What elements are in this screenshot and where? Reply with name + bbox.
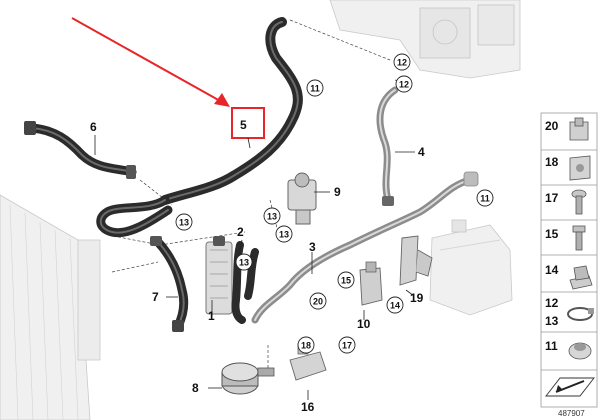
highlight-box	[231, 107, 265, 139]
leader-lines	[94, 135, 415, 400]
ref-circle-12-a: 12	[393, 53, 411, 71]
parts-legend: 20 18 17 15 14 12 13 11	[540, 112, 598, 408]
ref-circle-15: 15	[337, 271, 355, 289]
hose-7-bottom-fitting	[172, 320, 184, 332]
label-19: 19	[410, 291, 424, 305]
svg-text:12: 12	[397, 58, 407, 68]
bracket-19[interactable]	[399, 235, 433, 286]
legend-item-12: 12	[545, 296, 559, 310]
svg-text:15: 15	[341, 276, 351, 286]
ref-circle-13-b: 13	[263, 207, 281, 225]
svg-text:12: 12	[399, 80, 409, 90]
svg-text:13: 13	[239, 258, 249, 268]
reference-number: 487907	[558, 409, 585, 418]
svg-text:13: 13	[179, 218, 189, 228]
bracket-10[interactable]	[359, 261, 383, 306]
svg-text:18: 18	[301, 341, 311, 351]
label-16: 16	[301, 400, 315, 414]
svg-text:13: 13	[279, 230, 289, 240]
label-6: 6	[90, 120, 97, 134]
arrow-plate-icon	[545, 377, 595, 397]
ref-circle-12-b: 12	[395, 75, 413, 93]
valve-9[interactable]	[287, 172, 317, 225]
hose-lower-loop[interactable]	[96, 195, 173, 238]
legend-item-20: 20	[545, 119, 559, 133]
pipe-3-end	[463, 171, 479, 187]
circled-refs: 11 12 12 13 13 13 13 11 15 14 20 18 17	[175, 53, 494, 354]
label-5: 5	[240, 118, 247, 132]
hose-4[interactable]	[376, 86, 399, 206]
legend-item-11: 11	[545, 339, 558, 353]
legend-item-14: 14	[545, 263, 559, 277]
svg-text:13: 13	[267, 212, 277, 222]
hose-4-clamp	[382, 196, 394, 206]
label-2: 2	[237, 225, 244, 239]
hose-5[interactable]	[160, 17, 303, 205]
bolt-icon	[572, 225, 586, 251]
svg-text:11: 11	[480, 194, 490, 204]
label-4: 4	[418, 145, 425, 159]
legend-item-13: 13	[545, 314, 559, 328]
radiator-ghost	[0, 194, 101, 420]
hose-6-clamp	[126, 165, 136, 179]
expansion-tank-ghost	[429, 219, 513, 316]
ref-circle-13-d: 13	[235, 253, 253, 271]
label-7: 7	[152, 290, 159, 304]
label-10: 10	[357, 317, 371, 331]
coolant-pump-8[interactable]	[221, 362, 275, 395]
pipe-3[interactable]	[251, 171, 479, 324]
svg-text:14: 14	[390, 301, 400, 311]
screw-icon	[571, 189, 587, 215]
label-3: 3	[309, 240, 316, 254]
ref-circle-14: 14	[386, 296, 404, 314]
ref-circle-17: 17	[338, 336, 356, 354]
hose-7-top-clamp	[150, 236, 162, 246]
highlight-arrow	[71, 17, 230, 107]
label-9: 9	[334, 185, 341, 199]
hose-6-end-fitting	[24, 121, 36, 135]
ref-circle-11-b: 11	[476, 189, 494, 207]
label-1: 1	[208, 309, 215, 323]
hose-6[interactable]	[24, 121, 137, 179]
oil-cooler-1[interactable]	[205, 241, 233, 315]
part-labels: 5 6 9 4 3 2 1 7 8 10 19 16	[90, 118, 425, 414]
ref-circle-11-a: 11	[306, 79, 324, 97]
svg-text:11: 11	[310, 84, 320, 94]
hose-coupling-icon	[568, 342, 592, 360]
clip-nut-icon	[569, 155, 591, 181]
ref-circle-20: 20	[309, 292, 327, 310]
hose-7[interactable]	[150, 236, 189, 332]
clip-icon	[569, 117, 589, 141]
label-8: 8	[192, 381, 199, 395]
hose-2-clamp	[213, 236, 225, 246]
legend-item-15: 15	[545, 227, 559, 241]
engine-block-ghost	[329, 0, 521, 79]
nut-icon	[569, 265, 593, 290]
legend-item-17: 17	[545, 191, 559, 205]
legend-item-18: 18	[545, 155, 559, 169]
ref-circle-13-c: 13	[275, 225, 293, 243]
ref-circle-18: 18	[297, 336, 315, 354]
hose-clamp-icon	[567, 307, 594, 321]
svg-text:17: 17	[342, 341, 352, 351]
svg-text:20: 20	[313, 297, 323, 307]
ref-circle-13-a: 13	[175, 213, 193, 231]
